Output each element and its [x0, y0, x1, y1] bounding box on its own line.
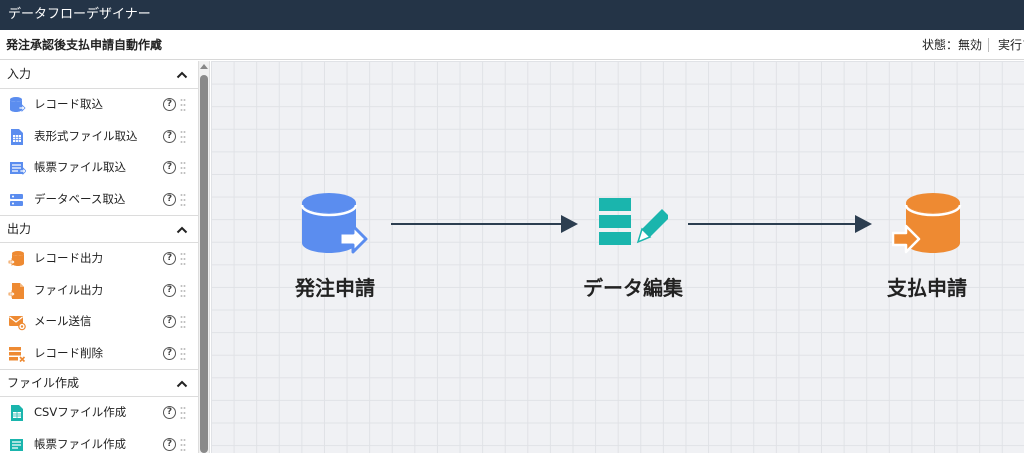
- section-header-input[interactable]: 入力: [0, 61, 198, 89]
- help-icon[interactable]: ?: [163, 98, 176, 111]
- node-label: データ編集: [583, 276, 683, 300]
- palette-item-label: レコード削除: [34, 345, 103, 360]
- section-title: 入力: [7, 67, 32, 81]
- palette-item-label: CSVファイル作成: [34, 405, 127, 419]
- drag-handle-icon[interactable]: [180, 406, 186, 420]
- flow-node-data-edit[interactable]: データ編集: [563, 192, 703, 301]
- palette-item-label: データベース取込: [34, 191, 126, 206]
- palette-item-database-import[interactable]: データベース取込 ?: [0, 184, 198, 216]
- section-header-file-create[interactable]: ファイル作成: [0, 369, 198, 397]
- palette-item-mail-send[interactable]: メール送信 ?: [0, 306, 198, 338]
- flow-header: 発注承認後支払申請自動作成 状態：無効 実行ア: [0, 30, 1024, 60]
- database-export-icon: [8, 251, 24, 266]
- palette-item-record-delete[interactable]: レコード削除 ?: [0, 338, 198, 370]
- palette-item-label: ファイル出力: [34, 282, 103, 297]
- edit-data-icon: [599, 198, 668, 245]
- palette-item-file-export[interactable]: ファイル出力 ?: [0, 275, 198, 307]
- help-icon[interactable]: ?: [163, 129, 176, 143]
- table-file-import-icon: [11, 128, 23, 145]
- help-icon[interactable]: ?: [163, 437, 176, 451]
- section-title: 出力: [7, 222, 32, 236]
- palette-item-label: 帳票ファイル取込: [34, 160, 126, 174]
- drag-handle-icon[interactable]: [180, 193, 186, 207]
- scrollbar-thumb[interactable]: [200, 75, 208, 453]
- sidebar-scrollbar[interactable]: [198, 61, 210, 453]
- palette-item-label: メール送信: [34, 314, 92, 328]
- drag-handle-icon[interactable]: [180, 98, 186, 112]
- help-icon[interactable]: ?: [163, 406, 176, 419]
- run-button[interactable]: 実行ア: [998, 38, 1024, 52]
- flow-node-order-request[interactable]: 発注申請: [265, 192, 405, 301]
- flow-node-payment-request[interactable]: 支払申請: [857, 192, 997, 301]
- help-icon[interactable]: ?: [163, 283, 176, 297]
- csv-file-icon: [11, 405, 23, 421]
- palette-item-table-file-import[interactable]: 表形式ファイル取込 ?: [0, 121, 198, 153]
- database-import-icon: [300, 193, 368, 254]
- palette-item-form-file-import[interactable]: 帳票ファイル取込 ?: [0, 152, 198, 184]
- form-file-import-icon: [10, 162, 26, 175]
- database-export-icon: [892, 193, 962, 254]
- palette-item-label: 帳票ファイル作成: [34, 436, 126, 451]
- flow-canvas[interactable]: 発注申請 データ編集 支払申請: [211, 61, 1024, 453]
- header-divider: [988, 38, 989, 52]
- connector-arrow[interactable]: [391, 215, 578, 233]
- palette-item-csv-create[interactable]: CSVファイル作成 ?: [0, 397, 198, 429]
- connector-arrow[interactable]: [688, 215, 872, 233]
- status-text: 状態：無効: [922, 38, 983, 52]
- app-title-bar: データフローデザイナー: [0, 0, 1024, 30]
- drag-handle-icon[interactable]: [180, 438, 186, 452]
- mail-send-icon: [9, 316, 26, 331]
- palette-item-record-export[interactable]: レコード出力 ?: [0, 243, 198, 275]
- palette-item-label: レコード取込: [34, 97, 103, 111]
- palette-item-form-file-create[interactable]: 帳票ファイル作成 ?: [0, 429, 198, 453]
- file-export-icon: [8, 282, 24, 299]
- component-palette: 入力 レコード取込 ? 表形式ファイル取込 ? 帳票ファイル取込 ? データベー…: [0, 61, 198, 453]
- drag-handle-icon[interactable]: [180, 130, 186, 144]
- drag-handle-icon[interactable]: [180, 315, 186, 329]
- drag-handle-icon[interactable]: [180, 252, 186, 266]
- chevron-up-icon[interactable]: [176, 379, 188, 389]
- gear-icon[interactable]: [150, 39, 162, 51]
- palette-item-label: 表形式ファイル取込: [34, 128, 138, 143]
- node-label: 発注申請: [295, 276, 375, 300]
- palette-item-record-import[interactable]: レコード取込 ?: [0, 89, 198, 121]
- server-import-icon: [10, 193, 23, 206]
- node-label: 支払申請: [887, 276, 967, 300]
- record-delete-icon: [9, 346, 26, 362]
- flow-name: 発注承認後支払申請自動作成: [6, 38, 163, 52]
- help-icon[interactable]: ?: [163, 192, 176, 206]
- chevron-up-icon[interactable]: [176, 225, 188, 235]
- drag-handle-icon[interactable]: [180, 161, 186, 175]
- palette-item-label: レコード出力: [34, 251, 103, 265]
- help-icon[interactable]: ?: [163, 346, 176, 360]
- help-icon[interactable]: ?: [163, 161, 176, 174]
- form-file-create-icon: [10, 438, 23, 451]
- chevron-up-icon[interactable]: [176, 70, 188, 80]
- section-header-output[interactable]: 出力: [0, 215, 198, 243]
- app-title: データフローデザイナー: [8, 7, 151, 22]
- flow-connectors: [391, 215, 872, 233]
- drag-handle-icon[interactable]: [180, 284, 186, 298]
- database-import-icon: [10, 97, 26, 112]
- section-title: ファイル作成: [7, 376, 80, 390]
- help-icon[interactable]: ?: [163, 315, 176, 328]
- scroll-up-arrow-icon[interactable]: [200, 64, 208, 69]
- drag-handle-icon[interactable]: [180, 347, 186, 361]
- help-icon[interactable]: ?: [163, 252, 176, 265]
